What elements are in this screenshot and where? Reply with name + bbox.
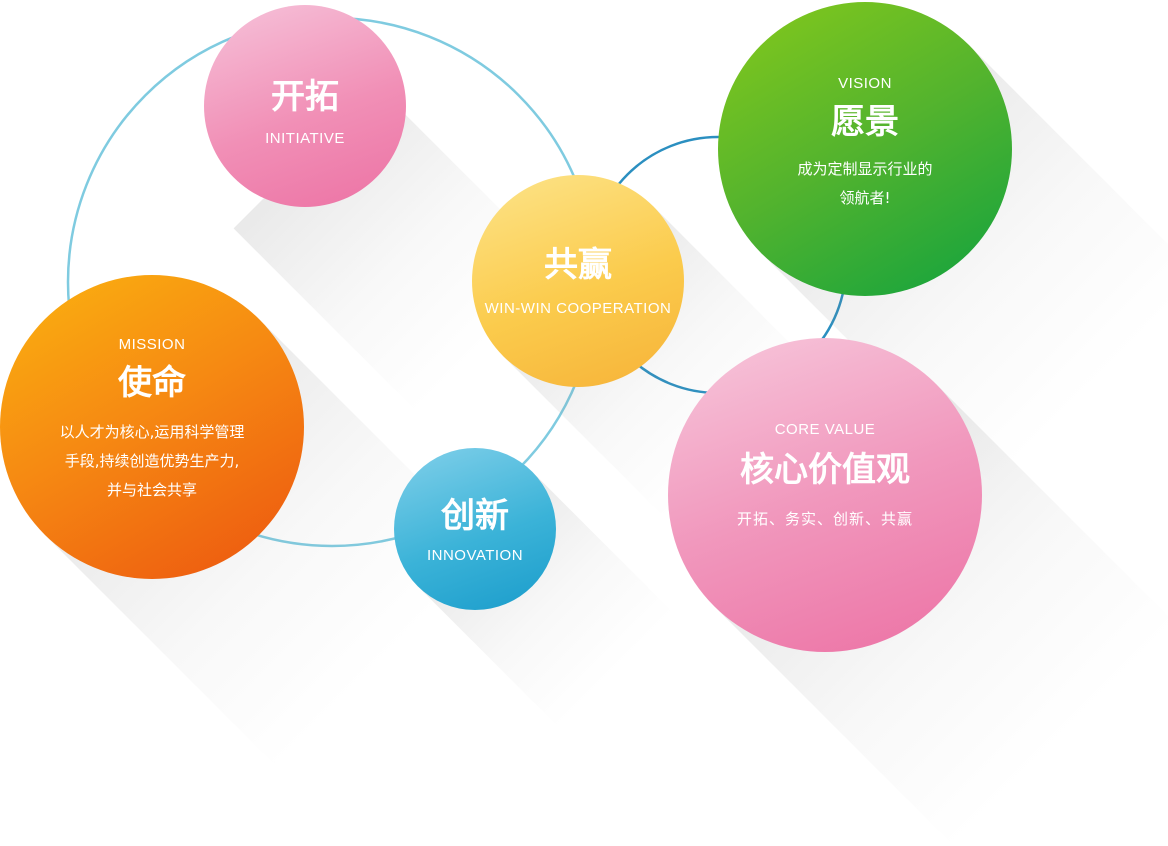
mission-desc-line: 并与社会共享 — [106, 480, 197, 499]
core-value-bubble: CORE VALUE 核心价值观 开拓、务实、创新、共赢 — [668, 338, 982, 652]
mission-desc-line: 手段,持续创造优势生产力, — [64, 451, 240, 470]
innovation-bubble: 创新 INNOVATION — [394, 448, 556, 610]
mission-description: 以人才为核心,运用科学管理 手段,持续创造优势生产力, 并与社会共享 — [60, 418, 245, 505]
mission-bubble: MISSION 使命 以人才为核心,运用科学管理 手段,持续创造优势生产力, 并… — [0, 275, 304, 579]
vision-bubble: VISION 愿景 成为定制显示行业的 领航者! — [718, 2, 1012, 296]
innovation-subtitle: INNOVATION — [426, 547, 524, 564]
initiative-title: 开拓 — [271, 77, 339, 117]
vision-desc-line: 领航者! — [839, 189, 891, 207]
mission-label: MISSION — [118, 335, 186, 353]
mission-title: 使命 — [118, 362, 186, 403]
winwin-bubble: 共赢 WIN-WIN COOPERATION — [472, 175, 684, 387]
vision-description: 成为定制显示行业的 领航者! — [797, 155, 932, 213]
vision-label: VISION — [838, 75, 892, 92]
winwin-title: 共赢 — [544, 245, 612, 285]
innovation-title: 创新 — [441, 496, 509, 536]
vision-title: 愿景 — [831, 102, 899, 142]
core-value-title: 核心价值观 — [740, 449, 910, 490]
initiative-bubble: 开拓 INITIATIVE — [204, 5, 406, 207]
mission-desc-line: 以人才为核心,运用科学管理 — [59, 422, 245, 441]
core-value-description: 开拓、务实、创新、共赢 — [736, 509, 913, 528]
core-value-label: CORE VALUE — [774, 420, 876, 438]
winwin-subtitle: WIN-WIN COOPERATION — [484, 300, 672, 317]
initiative-subtitle: INITIATIVE — [265, 130, 345, 147]
vision-desc-line: 成为定制显示行业的 — [797, 160, 933, 178]
